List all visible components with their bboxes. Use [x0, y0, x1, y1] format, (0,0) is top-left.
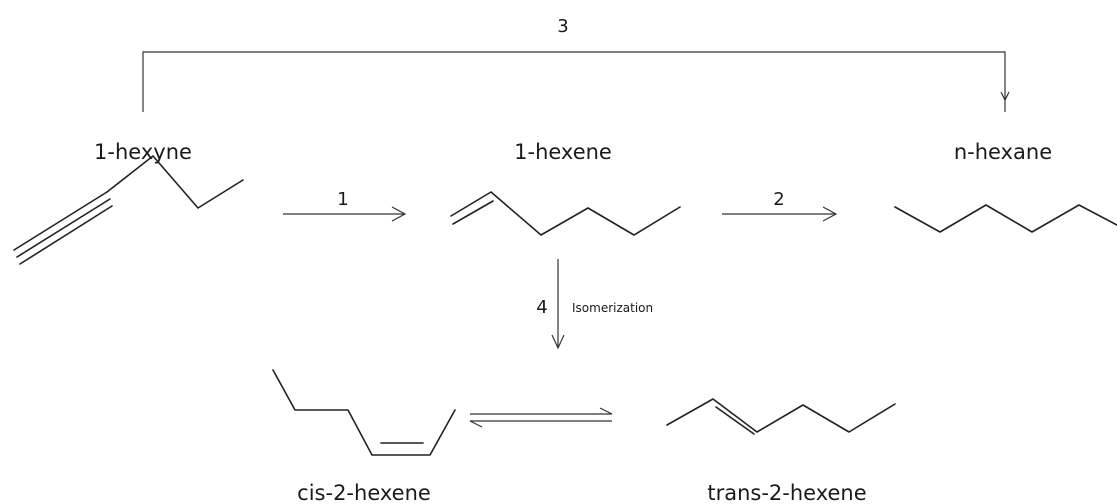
structure-n-hexane: [894, 204, 1117, 233]
label-1-hexyne: 1-hexyne: [94, 140, 192, 164]
step-3-bracket: [142, 51, 1010, 112]
step-4-label: 4: [536, 297, 547, 318]
step-1-label: 1: [337, 189, 348, 210]
equilibrium-arrows: [469, 407, 613, 428]
structure-trans-2-hexene: [666, 398, 896, 435]
label-1-hexene: 1-hexene: [514, 140, 612, 164]
step-3-label: 3: [557, 16, 568, 37]
arrow-step-1: [283, 206, 407, 222]
structure-1-hexyne: [13, 155, 244, 265]
structure-1-hexene: [450, 191, 681, 236]
step-2-label: 2: [773, 189, 784, 210]
structure-cis-2-hexene: [272, 369, 456, 456]
arrow-step-2: [722, 206, 838, 222]
isomerization-label: Isomerization: [572, 301, 653, 315]
arrow-step-4: [551, 259, 565, 350]
label-cis-2-hexene: cis-2-hexene: [297, 481, 431, 504]
label-n-hexane: n-hexane: [954, 140, 1052, 164]
label-trans-2-hexene: trans-2-hexene: [707, 481, 866, 504]
